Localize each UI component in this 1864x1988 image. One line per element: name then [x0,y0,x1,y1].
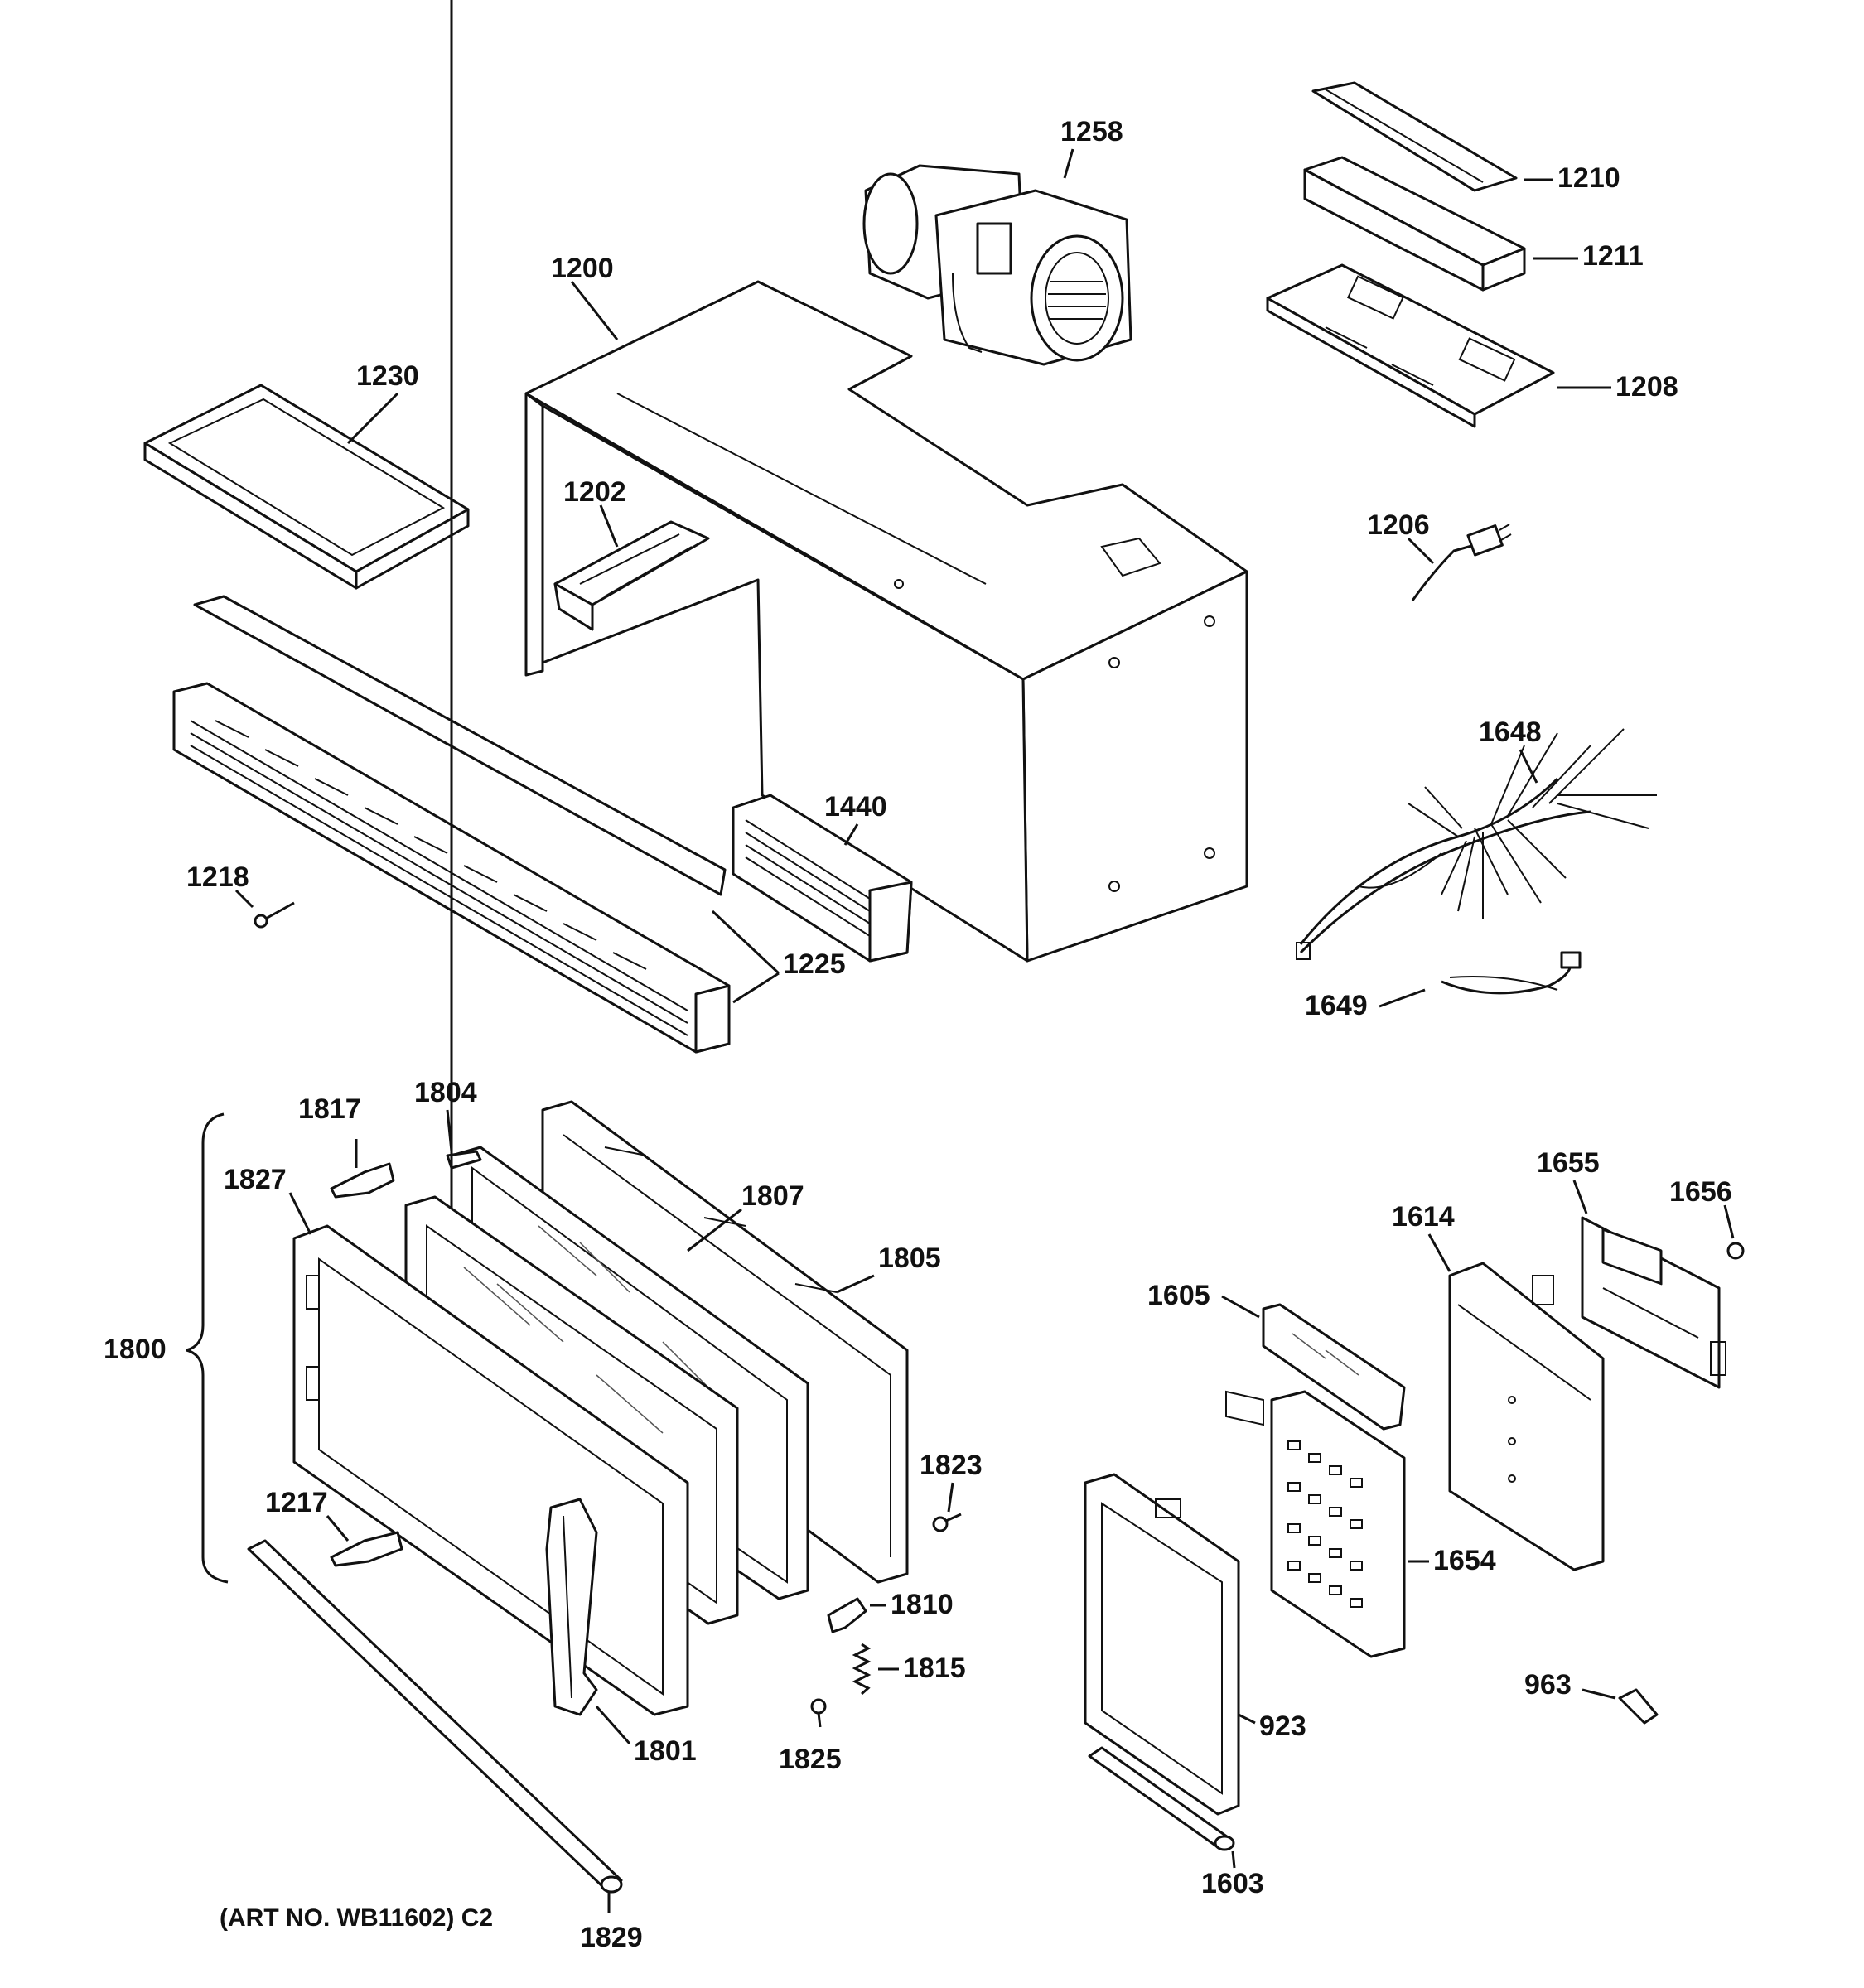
callout-1211: 1211 [1582,240,1644,272]
handle-1801 [545,1498,598,1716]
callout-1827: 1827 [224,1164,287,1195]
screw-1218 [254,901,295,929]
control-frame-923 [1084,1473,1240,1816]
touch-panel-1654 [1225,1390,1406,1658]
callout-1655: 1655 [1537,1147,1600,1179]
art-number-label: (ART NO. WB11602) C2 [220,1904,493,1932]
callout-1815: 1815 [903,1653,966,1684]
leader-1225-b [732,972,780,1004]
wire-harness-1648 [1296,728,1657,960]
callout-1258: 1258 [1060,116,1123,147]
callout-923: 923 [1259,1711,1306,1742]
callout-1810: 1810 [891,1589,954,1620]
leader-1655 [1572,1180,1588,1214]
callout-1603: 1603 [1201,1868,1264,1899]
blower-motor-1258 [862,164,1132,366]
leader-1823 [947,1482,954,1513]
leader-1202 [599,504,619,548]
leader-1804 [446,1109,453,1152]
leader-1200 [570,281,619,340]
callout-1804: 1804 [414,1077,477,1108]
callout-1210: 1210 [1557,162,1620,194]
callout-1825: 1825 [779,1744,842,1775]
callout-1656: 1656 [1669,1176,1732,1208]
leader-1206 [1407,537,1435,565]
callout-1807: 1807 [741,1180,804,1212]
callout-1817: 1817 [298,1093,361,1125]
leader-1230 [346,392,399,445]
clip-963 [1618,1688,1659,1725]
callout-1801: 1801 [634,1735,697,1767]
leader-1440 [843,823,859,846]
screw-1825 [810,1698,827,1728]
callout-963: 963 [1524,1669,1572,1701]
power-cord-1206 [1411,524,1512,601]
callout-1208: 1208 [1615,371,1678,403]
callout-1206: 1206 [1367,509,1430,541]
callout-1202: 1202 [563,476,626,508]
leader-1217 [326,1515,350,1542]
leader-1805 [836,1274,875,1294]
vent-cover-1210 [1311,81,1518,192]
latch-lever-1810 [827,1597,867,1633]
leader-1258 [1063,148,1074,179]
choke-frame-1804 [446,0,482,1176]
damper-1211 [1303,156,1526,292]
leader-1614 [1427,1233,1451,1272]
leader-1218 [234,889,254,909]
screw-1823 [932,1513,962,1532]
callout-1800: 1800 [104,1334,167,1365]
leader-1649 [1379,988,1426,1008]
trim-1603 [1088,1746,1235,1851]
leader-1225-a [711,910,780,975]
leader-1801 [595,1706,631,1744]
filter-frame-1230 [143,384,470,590]
leader-1807 [687,1208,742,1252]
latch-1817 [330,1139,395,1199]
callout-1440: 1440 [824,791,887,823]
callout-1230: 1230 [356,360,419,392]
leader-1648 [1519,749,1538,784]
callout-1605: 1605 [1147,1280,1210,1311]
spring-1815 [852,1643,872,1696]
callout-1200: 1200 [551,253,614,284]
callout-1829: 1829 [580,1922,643,1953]
trim-1829 [247,1539,623,1894]
component-1656 [1726,1242,1745,1260]
callout-1654: 1654 [1433,1545,1496,1576]
leader-1605 [1221,1295,1260,1319]
callout-1648: 1648 [1479,717,1542,748]
brace-1800 [186,1112,229,1584]
wire-harness-1649 [1441,951,1582,995]
control-bracket-1614 [1448,1262,1605,1571]
latch-1217 [330,1531,403,1567]
leader-1656 [1723,1204,1735,1239]
callout-1649: 1649 [1305,990,1368,1021]
leader-963 [1582,1688,1616,1700]
grille-1440 [732,794,913,963]
callout-1225: 1225 [783,948,846,980]
mounting-plate-1208 [1266,263,1555,428]
leader-1603 [1231,1850,1236,1869]
display-window-1605 [1262,1303,1406,1431]
leader-1827 [288,1192,312,1235]
callout-1614: 1614 [1392,1201,1455,1233]
callout-1218: 1218 [186,861,249,893]
callout-1823: 1823 [920,1450,983,1481]
bracket-1202 [553,520,710,631]
control-board-1655 [1581,1216,1726,1389]
callout-1217: 1217 [265,1487,328,1518]
callout-1805: 1805 [878,1242,941,1274]
outer-case-1200 [524,280,1248,963]
leader-923 [1238,1713,1256,1725]
